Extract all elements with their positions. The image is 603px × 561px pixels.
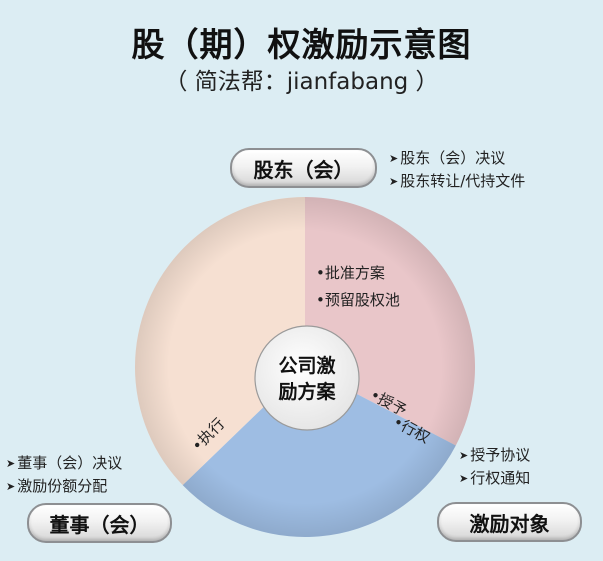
- arrowhead-bullet-icon: ➤: [459, 472, 469, 485]
- recipients-document-list: ➤授予协议 ➤行权通知: [459, 444, 530, 490]
- arrowhead-bullet-icon: ➤: [389, 175, 399, 188]
- list-item: ➤董事（会）决议: [6, 454, 123, 472]
- center-label-line1: 公司激: [278, 354, 335, 377]
- list-item: ➤股东（会）决议: [389, 149, 506, 167]
- arrowhead-bullet-icon: ➤: [459, 449, 469, 462]
- arrowhead-bullet-icon: ➤: [6, 457, 16, 470]
- node-shareholders-label: 股东（会）: [253, 157, 354, 182]
- node-recipients-button[interactable]: 激励对象: [437, 502, 582, 542]
- center-circle: [254, 325, 360, 431]
- segment-label-approve-plan: •批准方案: [316, 264, 385, 282]
- board-document-list: ➤董事（会）决议 ➤激励份额分配: [6, 452, 122, 498]
- center-label-line2: 励方案: [278, 380, 336, 403]
- node-shareholders-button[interactable]: 股东（会）: [230, 148, 377, 188]
- node-board-label: 董事（会）: [49, 512, 150, 537]
- diagram-subtitle: （ 简法帮：jianfabang ）: [164, 69, 439, 95]
- node-board-button[interactable]: 董事（会）: [27, 503, 172, 543]
- diagram-title: 股（期）权激励示意图: [131, 25, 472, 64]
- node-recipients-label: 激励对象: [469, 511, 550, 536]
- arrowhead-bullet-icon: ➤: [389, 152, 399, 165]
- list-item: ➤授予协议: [459, 446, 531, 464]
- shareholders-document-list: ➤股东（会）决议 ➤股东转让/代持文件: [389, 147, 525, 193]
- arrowhead-bullet-icon: ➤: [6, 480, 16, 493]
- list-item: ➤激励份额分配: [6, 477, 108, 495]
- list-item: ➤股东转让/代持文件: [389, 172, 526, 190]
- segment-label-reserve-pool: •预留股权池: [316, 291, 400, 309]
- list-item: ➤行权通知: [459, 469, 531, 487]
